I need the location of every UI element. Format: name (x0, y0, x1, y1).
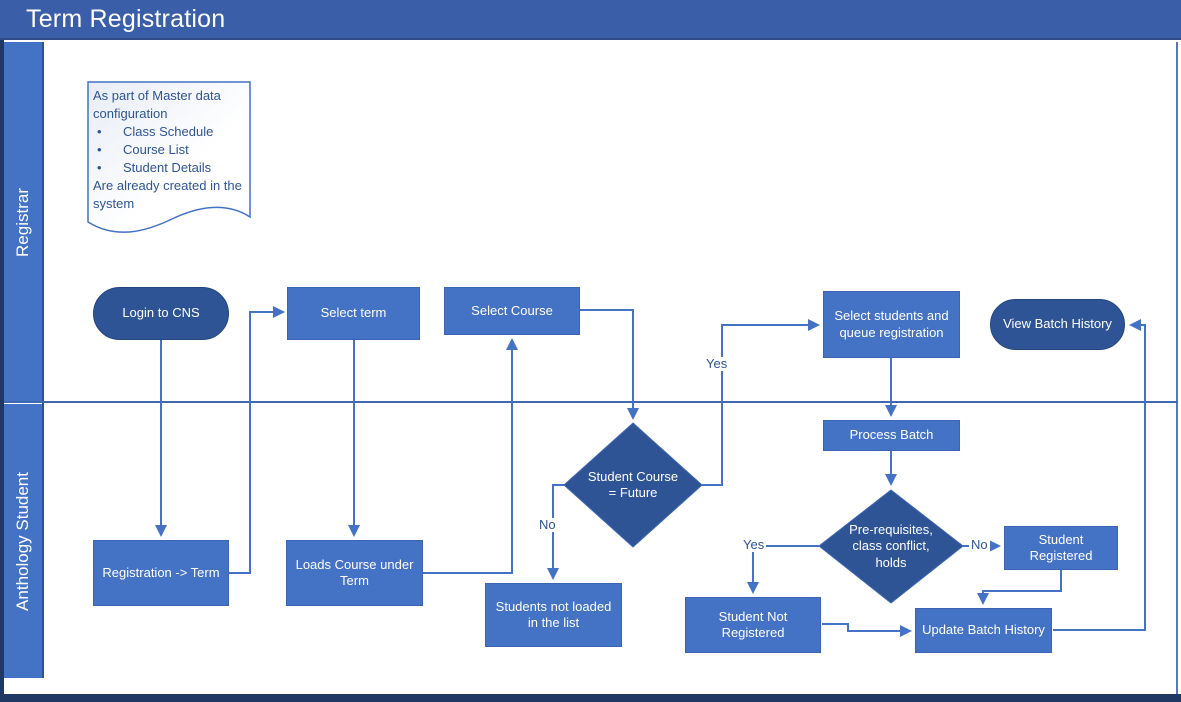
node-login-to-cns: Login to CNS (93, 287, 229, 340)
master-data-note: As part of Master data configuration • C… (87, 81, 251, 241)
decision-student-course-future: Student Course = Future (563, 422, 703, 548)
diagram-title-bar: Term Registration (0, 0, 1181, 40)
connector-student-registered-to-update-batch (977, 570, 1062, 605)
bullet-icon: • (97, 159, 102, 175)
node-loads-course-under-term: Loads Course under Term (286, 540, 423, 606)
diamond-shape-icon (563, 422, 703, 548)
connector-decision-yes-to-select-students (702, 319, 820, 486)
lane-band-registrar (4, 42, 42, 402)
note-text: As part of Master data configuration • C… (93, 87, 245, 213)
note-outro: Are already created in the system (93, 177, 242, 211)
connector-prereq-yes-to-student-not-registered (747, 545, 819, 594)
note-bullet-item: • Student Details (93, 159, 245, 177)
decision-prerequisites-conflict-holds: Pre-requisites, class conflict, holds (818, 489, 964, 604)
frame-right-border (1176, 42, 1178, 694)
node-view-batch-history: View Batch History (990, 299, 1125, 350)
lane-divider-line (4, 401, 1177, 403)
note-intro: As part of Master data configuration (93, 88, 221, 121)
node-students-not-loaded: Students not loaded in the list (485, 583, 622, 647)
connector-update-batch-to-view-batch-history (1053, 319, 1146, 631)
lane-band-separator (42, 42, 44, 678)
note-bullet-list: • Class Schedule • Course List • Student… (93, 123, 245, 177)
document-shape-icon (87, 81, 251, 233)
edge-label-yes: Yes (704, 356, 730, 372)
frame-left-border (0, 40, 4, 702)
node-select-students-queue-registration: Select students and queue registration (823, 291, 960, 358)
edge-label-no: No (969, 537, 990, 553)
node-student-not-registered: Student Not Registered (685, 597, 821, 653)
connector-loads-course-to-select-course (423, 338, 518, 574)
lane-band-anthology-student (4, 404, 42, 678)
bullet-icon: • (97, 123, 102, 139)
node-process-batch: Process Batch (823, 420, 960, 451)
connector-registration-term-to-select-term (229, 306, 285, 574)
page-title: Term Registration (26, 4, 226, 33)
edge-label-no: No (537, 517, 558, 533)
frame-bottom-border (0, 694, 1181, 702)
node-registration-term: Registration -> Term (93, 540, 229, 606)
diamond-shape-icon (818, 489, 964, 604)
node-select-term: Select term (287, 287, 420, 340)
node-student-registered: Student Registered (1004, 526, 1118, 570)
lane-label-anthology-student: Anthology Student (13, 471, 32, 611)
lane-label-registrar: Registrar (13, 187, 32, 257)
node-update-batch-history: Update Batch History (915, 608, 1052, 653)
node-select-course: Select Course (444, 287, 580, 335)
bullet-icon: • (97, 141, 102, 157)
note-bullet-item: • Class Schedule (93, 123, 245, 141)
note-bullet-item: • Course List (93, 141, 245, 159)
connector-student-not-registered-to-update-batch (822, 623, 912, 637)
edge-label-yes: Yes (741, 537, 767, 553)
